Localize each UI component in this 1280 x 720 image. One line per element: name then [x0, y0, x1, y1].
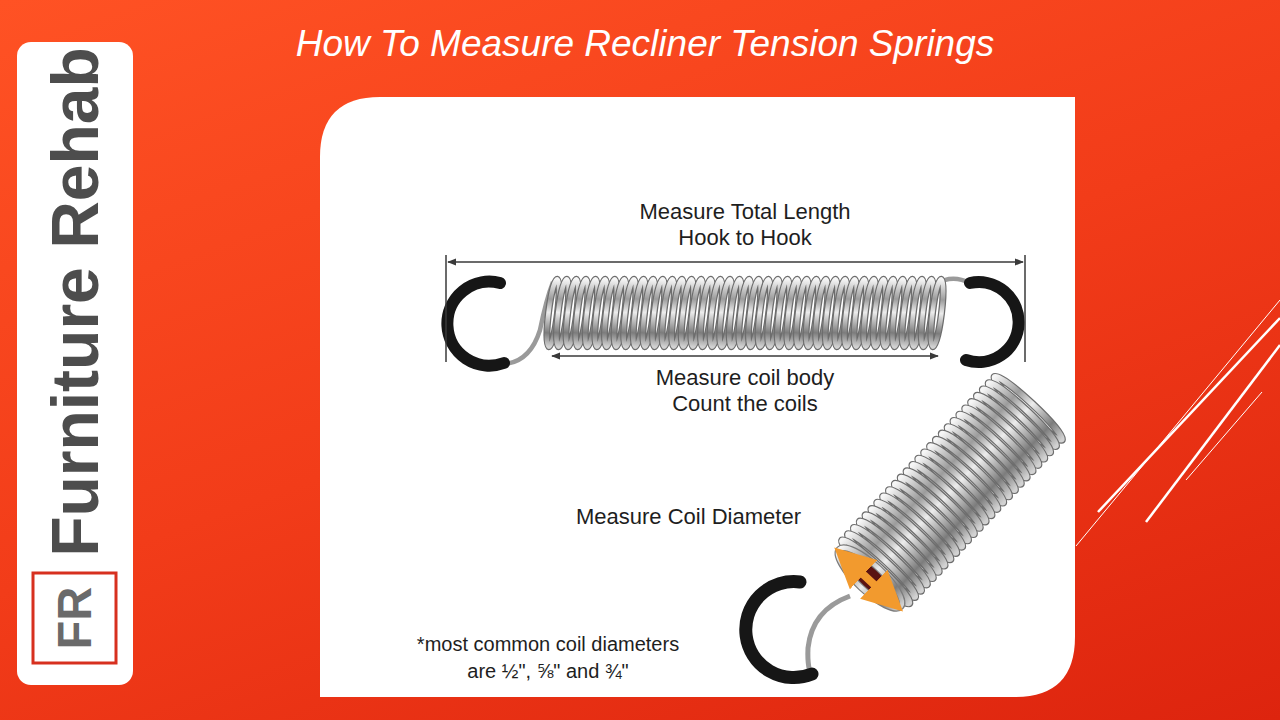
- coil-opening: [830, 540, 909, 616]
- decor-line: [1186, 392, 1262, 480]
- measure-label: Measure Coil Diameter: [576, 504, 801, 530]
- note: *most common coil diameters are ½", ⅝" a…: [408, 631, 688, 685]
- dimension-tick: [1024, 255, 1026, 362]
- slide-title: How To Measure Recliner Tension Springs: [245, 22, 1045, 66]
- coil-turn: [928, 279, 945, 348]
- hook-cover: [746, 582, 812, 678]
- dimension-tick: [445, 255, 447, 362]
- decor-line: [1076, 300, 1280, 546]
- logo-mark: FR: [32, 572, 118, 665]
- hook-cover: [966, 282, 1019, 362]
- hook-cover: [447, 282, 504, 366]
- spring-wire: [808, 596, 850, 678]
- decor-line: [1098, 318, 1280, 512]
- decor-lines: [1076, 300, 1280, 546]
- spring-coils: [544, 279, 945, 348]
- coil-outline: [928, 279, 945, 348]
- coil-rim: [830, 540, 909, 616]
- coil-rim: [830, 540, 909, 616]
- decor-line: [1146, 345, 1280, 522]
- content-panel: [320, 97, 1075, 697]
- closeup-coil-group: [827, 373, 1065, 619]
- dimension-label: Measure coil body Count the coils: [640, 365, 850, 417]
- brand-name: Furniture Rehab: [42, 47, 108, 557]
- dimension-line: [552, 355, 938, 357]
- dimension-line: [448, 261, 1023, 263]
- dimension-label: Measure Total Length Hook to Hook: [625, 199, 865, 251]
- logo-panel: Furniture RehabFR: [17, 42, 133, 685]
- diameter-arrow: [846, 558, 891, 600]
